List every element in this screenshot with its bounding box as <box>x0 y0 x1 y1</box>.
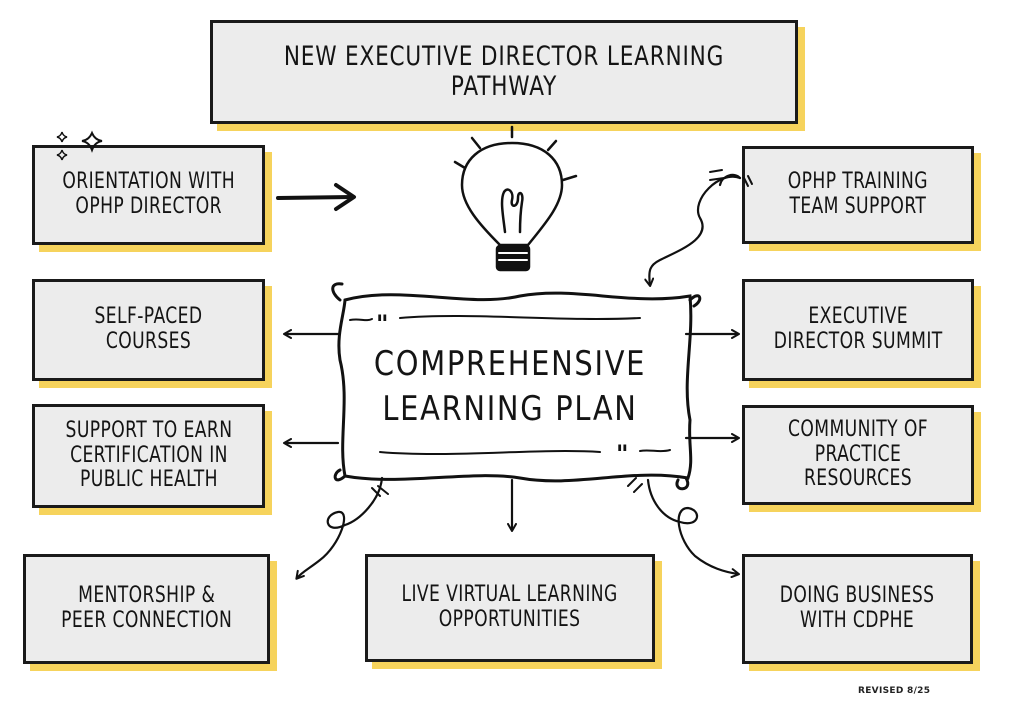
node-certification-label: SUPPORT TO EARN CERTIFICATION IN PUBLIC … <box>65 418 232 493</box>
lightbulb-icon <box>453 125 578 272</box>
node-community-label: COMMUNITY OF PRACTICE RESOURCES <box>787 417 929 492</box>
node-community: COMMUNITY OF PRACTICE RESOURCES <box>742 405 974 505</box>
sparkle-icon <box>56 130 103 161</box>
node-training-team: OPHP TRAINING TEAM SUPPORT <box>742 146 974 244</box>
node-training-team-label: OPHP TRAINING TEAM SUPPORT <box>787 169 929 219</box>
node-orientation: ORIENTATION WITH OPHP DIRECTOR <box>32 145 265 245</box>
node-self-paced: SELF-PACED COURSES <box>32 279 265 381</box>
node-virtual: LIVE VIRTUAL LEARNING OPPORTUNITIES <box>365 554 655 662</box>
node-virtual-label: LIVE VIRTUAL LEARNING OPPORTUNITIES <box>401 582 619 632</box>
node-mentorship-label: MENTORSHIP & PEER CONNECTION <box>60 583 233 633</box>
node-mentorship: MENTORSHIP & PEER CONNECTION <box>23 554 270 664</box>
title-box: NEW EXECUTIVE DIRECTOR LEARNING PATHWAY <box>210 20 798 124</box>
page-title: NEW EXECUTIVE DIRECTOR LEARNING PATHWAY <box>283 40 725 102</box>
svg-text:": " <box>616 440 629 468</box>
motion-marks <box>371 169 753 497</box>
center-title: COMPREHENSIVE LEARNING PLAN <box>373 344 647 429</box>
node-summit: EXECUTIVE DIRECTOR SUMMIT <box>742 279 974 381</box>
node-orientation-label: ORIENTATION WITH OPHP DIRECTOR <box>62 169 235 219</box>
revision-note: REVISED 8/25 <box>858 686 931 696</box>
node-certification: SUPPORT TO EARN CERTIFICATION IN PUBLIC … <box>32 404 265 508</box>
node-business-label: DOING BUSINESS WITH CDPHE <box>780 583 935 633</box>
svg-text:": " <box>376 310 389 338</box>
center-frame <box>331 282 702 491</box>
arrows <box>276 173 742 580</box>
node-self-paced-label: SELF-PACED COURSES <box>94 304 203 354</box>
node-summit-label: EXECUTIVE DIRECTOR SUMMIT <box>773 304 943 354</box>
quote-marks: " " <box>376 310 629 468</box>
node-business: DOING BUSINESS WITH CDPHE <box>742 554 973 664</box>
